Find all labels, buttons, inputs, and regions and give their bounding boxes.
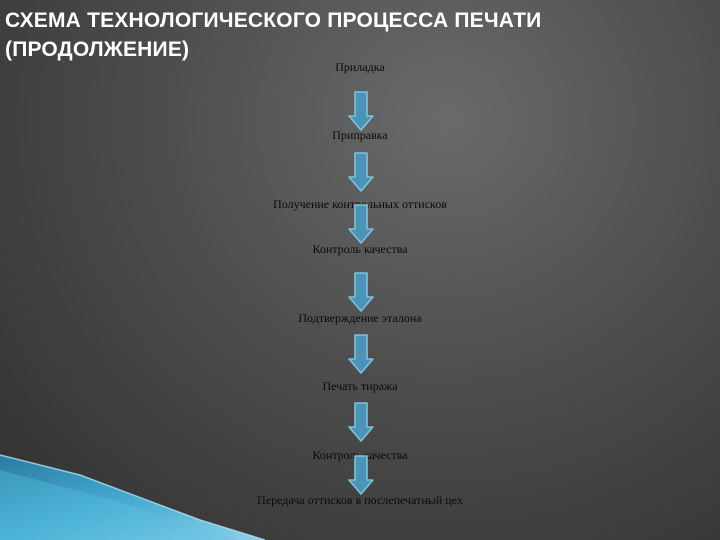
step-print-run: Печать тиража	[0, 379, 720, 393]
step-label: Передача оттисков в послепечатный цех	[257, 493, 463, 507]
down-arrow-icon	[348, 152, 374, 192]
step-label: Контроль качества	[312, 242, 407, 256]
down-arrow-icon	[348, 204, 374, 244]
down-arrow-icon	[348, 91, 374, 131]
down-arrow-icon	[348, 402, 374, 442]
down-arrow-icon	[348, 455, 374, 495]
step-label: Подтверждение эталона	[298, 311, 421, 325]
step-transfer-postpress: Передача оттисков в послепечатный цех	[0, 493, 720, 507]
down-arrow-icon	[348, 334, 374, 374]
step-quality-control-1: Контроль качества	[0, 242, 720, 256]
down-arrow-icon	[348, 272, 374, 312]
slide-title: СХЕМА ТЕХНОЛОГИЧЕСКОГО ПРОЦЕССА ПЕЧАТИ (…	[5, 6, 645, 64]
step-label: Печать тиража	[322, 379, 397, 393]
step-priladka: Приладка	[0, 60, 720, 74]
step-standard-approval: Подтверждение эталона	[0, 311, 720, 325]
step-label: Приладка	[335, 60, 384, 74]
